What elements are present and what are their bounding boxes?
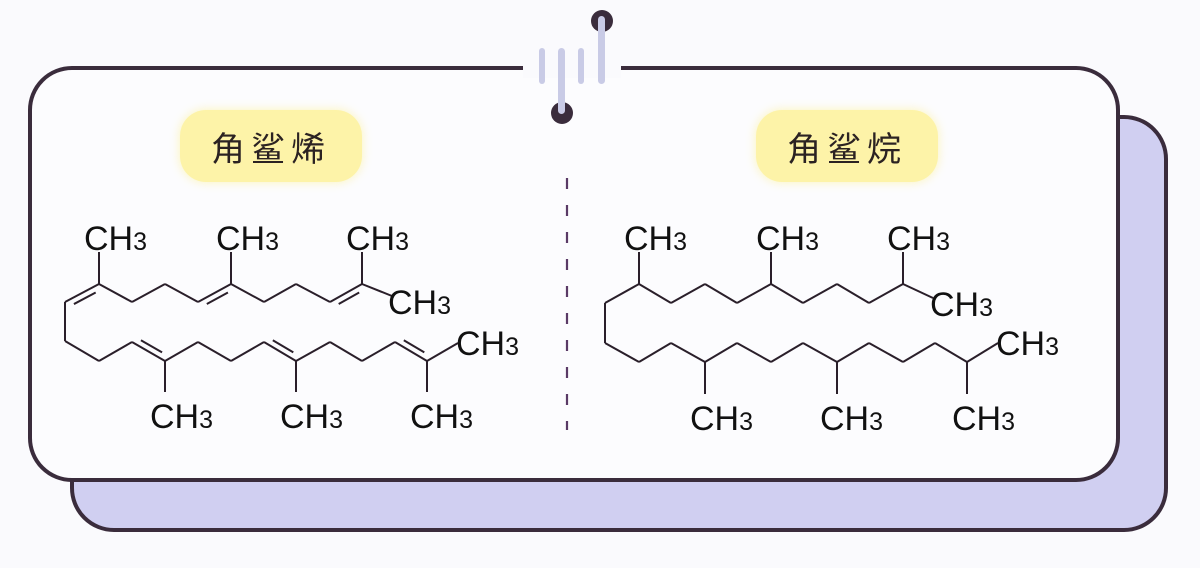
methyl-label: CH3 bbox=[887, 220, 950, 258]
methyl-label: CH3 bbox=[952, 400, 1015, 438]
double-bond-line bbox=[140, 339, 163, 354]
methyl-bond bbox=[361, 283, 393, 297]
bond bbox=[638, 342, 672, 363]
bond bbox=[329, 283, 363, 303]
bond bbox=[131, 283, 166, 303]
double-bond-line bbox=[206, 291, 229, 305]
methyl-label: CH3 bbox=[690, 400, 753, 438]
methyl-bond bbox=[426, 342, 459, 362]
bond bbox=[164, 341, 199, 362]
methyl-label: CH3 bbox=[150, 398, 213, 436]
double-bond-line bbox=[338, 291, 360, 305]
methyl-label: CH3 bbox=[996, 325, 1059, 363]
card-top-gap bbox=[523, 58, 621, 78]
methyl-label: CH3 bbox=[410, 398, 473, 436]
bond bbox=[836, 342, 870, 363]
bond bbox=[704, 283, 738, 304]
bond bbox=[197, 341, 232, 362]
methyl-label: CH3 bbox=[216, 220, 279, 258]
bond bbox=[736, 283, 772, 304]
binder-clip-icon bbox=[539, 10, 613, 124]
bond bbox=[604, 342, 640, 363]
double-bond-line bbox=[73, 291, 97, 305]
methyl-label: CH3 bbox=[820, 400, 883, 438]
bond bbox=[704, 342, 738, 363]
bond bbox=[868, 342, 904, 363]
bond bbox=[770, 283, 804, 304]
methyl-label: CH3 bbox=[624, 220, 687, 258]
bond bbox=[263, 341, 297, 362]
bond bbox=[197, 283, 232, 303]
bond bbox=[164, 283, 199, 303]
methyl-bond bbox=[966, 342, 999, 363]
title-squalane-text: 角鲨烷 bbox=[787, 129, 907, 170]
bond bbox=[64, 340, 100, 362]
bond bbox=[934, 342, 968, 363]
bond bbox=[230, 283, 265, 303]
methyl-label: CH3 bbox=[280, 398, 343, 436]
bond bbox=[131, 341, 166, 362]
title-squalene: 角鲨烯 bbox=[180, 110, 362, 182]
bond bbox=[670, 283, 706, 304]
bond bbox=[230, 341, 265, 362]
methyl-label: CH3 bbox=[456, 325, 519, 363]
bond bbox=[295, 341, 331, 362]
bond bbox=[361, 341, 396, 362]
methyl-label: CH3 bbox=[930, 286, 993, 324]
methyl-label: CH3 bbox=[84, 220, 147, 258]
methyl-label: CH3 bbox=[346, 220, 409, 258]
bond bbox=[670, 342, 706, 363]
bond bbox=[736, 342, 772, 363]
bond bbox=[263, 283, 297, 303]
bond bbox=[902, 342, 936, 363]
bond bbox=[295, 283, 331, 303]
bond bbox=[802, 342, 838, 363]
squalane-structure bbox=[604, 252, 999, 394]
bond bbox=[802, 283, 838, 304]
bond bbox=[836, 283, 870, 304]
bond bbox=[98, 283, 133, 303]
title-squalane: 角鲨烷 bbox=[756, 110, 938, 182]
methyl-label: CH3 bbox=[388, 284, 451, 322]
double-bond-line bbox=[403, 339, 425, 354]
bond bbox=[638, 283, 672, 304]
title-squalene-text: 角鲨烯 bbox=[211, 129, 331, 170]
bond bbox=[329, 341, 363, 362]
bond bbox=[868, 283, 904, 304]
bond bbox=[98, 341, 133, 362]
bond bbox=[604, 283, 640, 304]
bond bbox=[64, 283, 100, 303]
bond bbox=[770, 342, 804, 363]
bond bbox=[394, 341, 428, 362]
double-bond-line bbox=[272, 339, 294, 354]
methyl-label: CH3 bbox=[756, 220, 819, 258]
methyl-bond bbox=[902, 283, 934, 299]
squalene-structure bbox=[64, 252, 459, 392]
